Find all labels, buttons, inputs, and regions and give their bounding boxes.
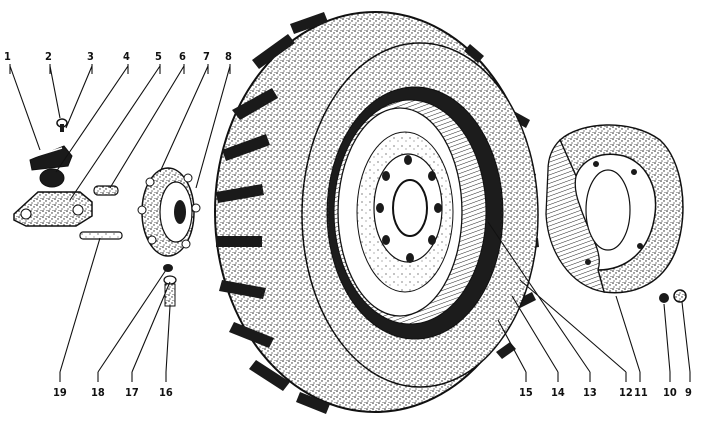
callout-18: 18 bbox=[91, 386, 105, 399]
callout-15: 15 bbox=[519, 386, 533, 399]
stud-washer-nut bbox=[163, 264, 177, 307]
callout-5: 5 bbox=[155, 50, 162, 63]
callout-1: 1 bbox=[4, 50, 11, 63]
callout-4: 4 bbox=[123, 50, 130, 63]
pin-part bbox=[93, 185, 119, 196]
tire bbox=[214, 11, 539, 414]
small-bolt-2 bbox=[56, 118, 68, 132]
callout-10: 10 bbox=[663, 386, 677, 399]
callout-16: 16 bbox=[159, 386, 173, 399]
callout-3: 3 bbox=[87, 50, 94, 63]
callout-labels: 1 2 3 4 5 6 7 8 9 10 11 12 13 14 15 16 1… bbox=[4, 50, 692, 399]
nut-10 bbox=[659, 293, 669, 303]
callout-2: 2 bbox=[45, 50, 52, 63]
nut-9 bbox=[673, 289, 687, 303]
wedge-block bbox=[13, 168, 93, 227]
flanged-hub bbox=[137, 167, 201, 257]
split-weight-ring bbox=[545, 124, 684, 294]
callout-11: 11 bbox=[634, 386, 648, 399]
callout-19: 19 bbox=[53, 386, 67, 399]
leader-lines bbox=[9, 64, 691, 382]
callout-9: 9 bbox=[685, 386, 692, 399]
callout-6: 6 bbox=[179, 50, 186, 63]
key-part bbox=[79, 231, 123, 240]
tread-lugs bbox=[216, 12, 539, 414]
callout-8: 8 bbox=[225, 50, 232, 63]
callout-13: 13 bbox=[583, 386, 597, 399]
callout-17: 17 bbox=[125, 386, 139, 399]
callout-14: 14 bbox=[551, 386, 565, 399]
callout-12: 12 bbox=[619, 386, 633, 399]
callout-7: 7 bbox=[203, 50, 210, 63]
disc-bolt-holes bbox=[376, 155, 442, 263]
